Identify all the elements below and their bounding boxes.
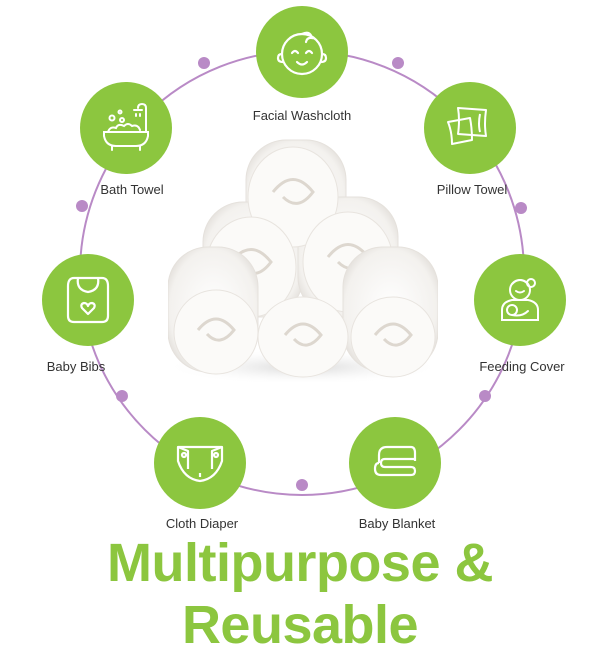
diaper-icon [176, 445, 224, 483]
feature-facial-washcloth [256, 6, 348, 98]
feature-baby-blanket [349, 417, 441, 509]
folded-blanket-icon [373, 445, 417, 477]
label-pillow-towel: Pillow Towel [436, 182, 508, 197]
label-feeding-cover: Feeding Cover [479, 359, 565, 374]
label-facial-washcloth: Facial Washcloth [252, 108, 352, 123]
pillows-icon [447, 107, 487, 145]
baby-face-icon [276, 31, 328, 76]
label-bath-towel: Bath Towel [100, 182, 164, 197]
label-baby-blanket: Baby Blanket [358, 516, 436, 531]
feature-feeding-cover [474, 254, 566, 346]
towel-stack-image [168, 139, 438, 382]
feature-cloth-diaper [154, 417, 246, 509]
feature-pillow-towel [424, 82, 516, 174]
headline: Multipurpose & Reusable [107, 533, 493, 655]
label-baby-bibs: Baby Bibs [46, 359, 106, 374]
bib-icon [66, 276, 110, 324]
nursing-mother-icon [501, 278, 539, 321]
label-cloth-diaper: Cloth Diaper [165, 516, 239, 531]
bathtub-icon [103, 102, 149, 151]
feature-bath-towel [80, 82, 172, 174]
feature-baby-bibs [42, 254, 134, 346]
